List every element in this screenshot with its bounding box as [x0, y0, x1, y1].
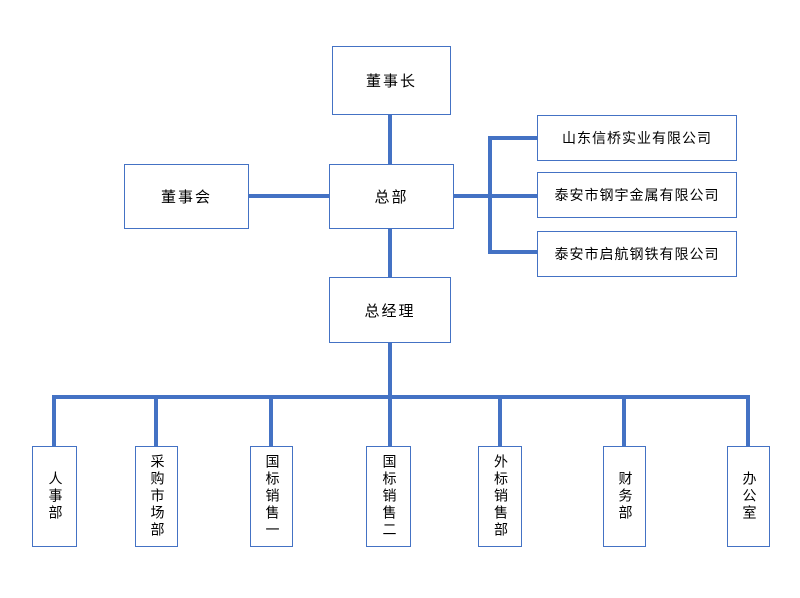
connector-general-manager-rail [388, 343, 392, 399]
node-board-label: 董事会 [160, 188, 212, 206]
connector-drop-dept-4 [388, 395, 392, 446]
connector-departments-rail [52, 395, 750, 399]
connector-headquarters-company-2 [454, 194, 537, 198]
connector-headquarters-general-manager [388, 229, 392, 277]
node-dept-national-sales-1: 国标销售一 [250, 446, 293, 547]
connector-companies-bracket [488, 136, 492, 254]
node-headquarters-label: 总部 [374, 188, 409, 206]
connector-board-headquarters [249, 194, 329, 198]
node-chairman: 董事长 [332, 46, 451, 115]
node-dept-national-sales-1-label: 国标销售一 [263, 454, 280, 539]
node-general-manager-label: 总经理 [364, 301, 416, 320]
node-company-2-label: 泰安市钢宇金属有限公司 [554, 188, 720, 204]
node-dept-hr: 人事部 [32, 446, 77, 547]
node-dept-procurement-market: 采购市场部 [135, 446, 178, 547]
node-dept-office-label: 办公室 [740, 471, 757, 522]
node-dept-external-sales-label: 外标销售部 [492, 454, 508, 539]
node-company-1: 山东信桥实业有限公司 [537, 115, 737, 161]
node-board: 董事会 [124, 164, 249, 229]
node-dept-office: 办公室 [727, 446, 770, 547]
node-chairman-label: 董事长 [365, 72, 417, 90]
connector-drop-dept-6 [622, 395, 626, 446]
node-dept-hr-label: 人事部 [46, 471, 63, 522]
connector-drop-dept-1 [52, 395, 56, 446]
node-dept-national-sales-2-label: 国标销售二 [380, 454, 397, 539]
node-dept-procurement-market-label: 采购市场部 [148, 454, 165, 539]
connector-drop-dept-7 [746, 395, 750, 446]
connector-drop-dept-2 [154, 395, 158, 446]
node-general-manager: 总经理 [329, 277, 451, 343]
connector-bracket-company-1 [490, 136, 537, 140]
node-dept-finance-label: 财务部 [616, 471, 633, 522]
node-dept-finance: 财务部 [603, 446, 646, 547]
connector-bracket-company-3 [490, 250, 537, 254]
connector-chairman-headquarters [388, 115, 392, 164]
node-headquarters: 总部 [329, 164, 454, 229]
node-dept-national-sales-2: 国标销售二 [366, 446, 411, 547]
node-company-1-label: 山东信桥实业有限公司 [562, 131, 712, 147]
node-dept-external-sales: 外标销售部 [478, 446, 522, 547]
node-company-3: 泰安市启航钢铁有限公司 [537, 231, 737, 277]
connector-drop-dept-3 [269, 395, 273, 446]
node-company-2: 泰安市钢宇金属有限公司 [537, 172, 737, 218]
node-company-3-label: 泰安市启航钢铁有限公司 [554, 247, 720, 263]
connector-drop-dept-5 [498, 395, 502, 446]
